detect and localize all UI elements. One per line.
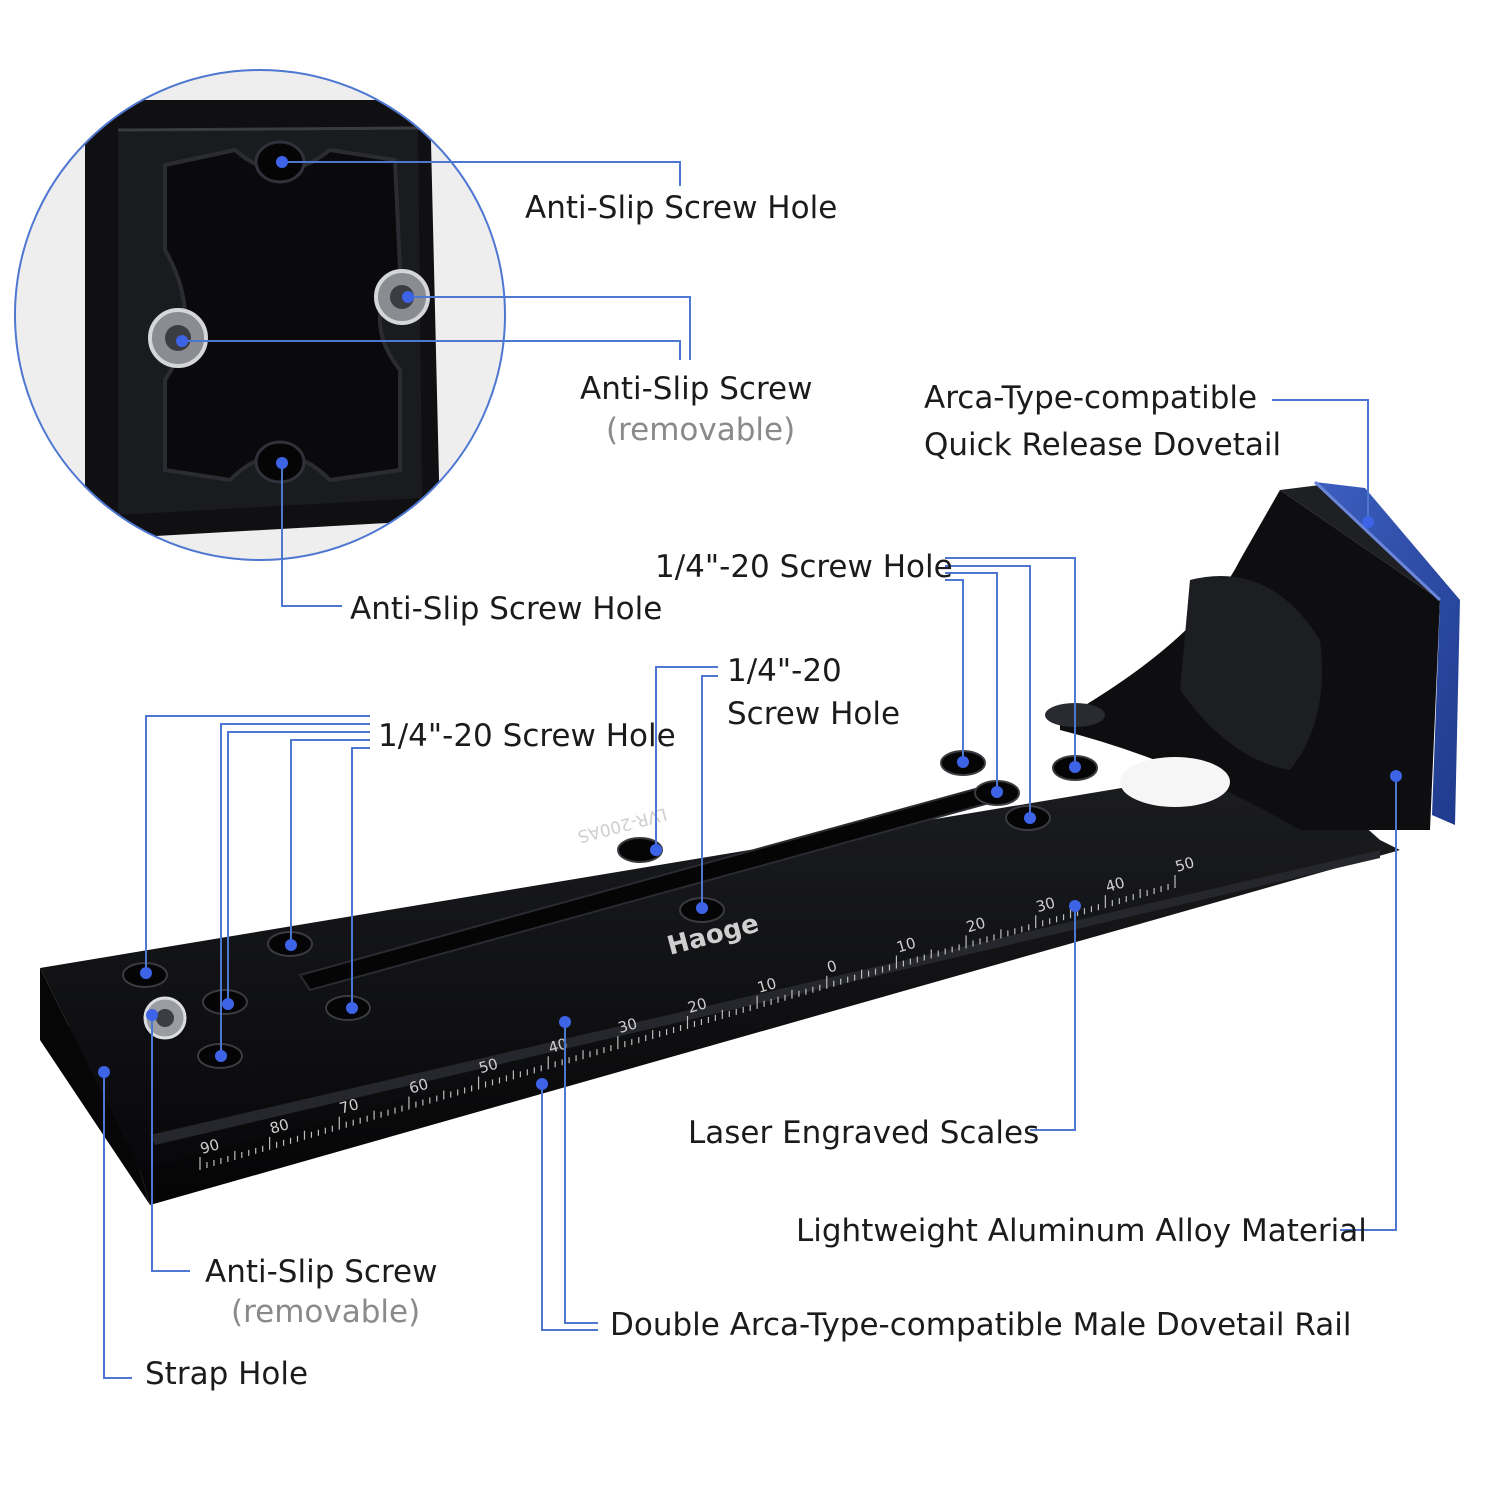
- scale-tick-label: 30: [1034, 894, 1057, 917]
- leader-line: [945, 572, 998, 792]
- label-screw-hole-mid-line2: Screw Hole: [727, 696, 900, 732]
- callout-dot: [402, 291, 414, 303]
- callout-dot: [1069, 761, 1081, 773]
- callout-dot: [1069, 900, 1081, 912]
- leader-line: [282, 161, 681, 186]
- scale-tick-label: 50: [477, 1055, 500, 1078]
- scale-tick-label: 10: [895, 934, 918, 957]
- callout-labels: Anti-Slip Screw Hole Anti-Slip Screw (re…: [145, 190, 1367, 1392]
- leader-line: [220, 723, 370, 1056]
- callout-dot: [1024, 812, 1036, 824]
- callout-dot: [146, 1009, 158, 1021]
- scale-tick-label: 40: [546, 1035, 569, 1058]
- leader-line: [541, 1084, 598, 1331]
- callout-dot: [276, 457, 288, 469]
- callout-dot: [991, 786, 1003, 798]
- callout-dot: [285, 939, 297, 951]
- label-material: Lightweight Aluminum Alloy Material: [796, 1213, 1367, 1249]
- leader-line: [290, 739, 370, 945]
- leader-line: [945, 579, 964, 762]
- label-arca-line2: Quick Release Dovetail: [924, 427, 1281, 463]
- callout-dot: [957, 756, 969, 768]
- callout-dot: [559, 1016, 571, 1028]
- callout-dot: [276, 156, 288, 168]
- scale-tick-label: 30: [616, 1014, 639, 1037]
- callout-dot: [536, 1078, 548, 1090]
- scale-tick-label: 60: [407, 1075, 430, 1098]
- inset-closeup: [14, 69, 506, 561]
- label-screw-hole-right: 1/4"-20 Screw Hole: [655, 549, 953, 585]
- label-strap-hole: Strap Hole: [145, 1356, 308, 1392]
- scale-tick-label: 10: [755, 974, 778, 997]
- scale-tick-label: 80: [268, 1115, 291, 1138]
- label-front-screw-title: Anti-Slip Screw: [205, 1254, 437, 1290]
- callout-dot: [1390, 770, 1402, 782]
- label-laser-scales: Laser Engraved Scales: [688, 1115, 1039, 1151]
- label-inset-bottom-hole: Anti-Slip Screw Hole: [350, 591, 662, 627]
- scale-tick-label: 20: [686, 994, 709, 1017]
- label-screw-hole-left: 1/4"-20 Screw Hole: [378, 718, 676, 754]
- leader-line: [145, 715, 370, 973]
- callout-dot: [176, 335, 188, 347]
- label-dovetail-rail: Double Arca-Type-compatible Male Dovetai…: [610, 1307, 1351, 1343]
- leader-line: [945, 557, 1076, 767]
- label-screw-hole-mid-line1: 1/4"-20: [727, 653, 842, 689]
- scale-tick-label: 40: [1103, 873, 1126, 896]
- label-front-screw-sub: (removable): [231, 1294, 420, 1330]
- leader-line: [227, 731, 370, 1004]
- leader-line: [281, 463, 342, 607]
- leader-lines: [103, 161, 1397, 1379]
- label-inset-screw-sub: (removable): [606, 412, 795, 448]
- leader-line: [182, 340, 681, 360]
- leader-line: [701, 675, 718, 908]
- leader-line: [1272, 399, 1369, 522]
- dovetail-plate: Haoge LVR-200AS 908070605040302010010203…: [40, 480, 1460, 1205]
- scale-tick-label: 20: [964, 914, 987, 937]
- scale-tick-label: 90: [198, 1135, 221, 1158]
- callout-dot: [1362, 516, 1374, 528]
- scale-tick-label: 70: [337, 1095, 360, 1118]
- leader-line: [351, 747, 370, 1008]
- model-engraving: LVR-200AS: [575, 803, 668, 846]
- callout-dot: [650, 844, 662, 856]
- leader-line: [945, 565, 1031, 818]
- callout-dot: [98, 1066, 110, 1078]
- callout-dot: [346, 1002, 358, 1014]
- label-arca-line1: Arca-Type-compatible: [924, 380, 1257, 416]
- callout-dot: [696, 902, 708, 914]
- callout-dot: [215, 1050, 227, 1062]
- leader-line: [655, 666, 718, 850]
- leader-line: [408, 296, 691, 360]
- callout-dots: [98, 156, 1402, 1090]
- callout-dot: [140, 967, 152, 979]
- leader-line: [1030, 906, 1076, 1131]
- scale-tick-label: 50: [1173, 853, 1196, 876]
- label-inset-screw-title: Anti-Slip Screw: [580, 371, 812, 407]
- leader-line: [564, 1022, 598, 1324]
- leader-line: [1340, 776, 1397, 1231]
- label-inset-top-hole: Anti-Slip Screw Hole: [525, 190, 837, 226]
- leader-line: [151, 1015, 190, 1272]
- callout-dot: [222, 998, 234, 1010]
- leader-line: [103, 1072, 132, 1379]
